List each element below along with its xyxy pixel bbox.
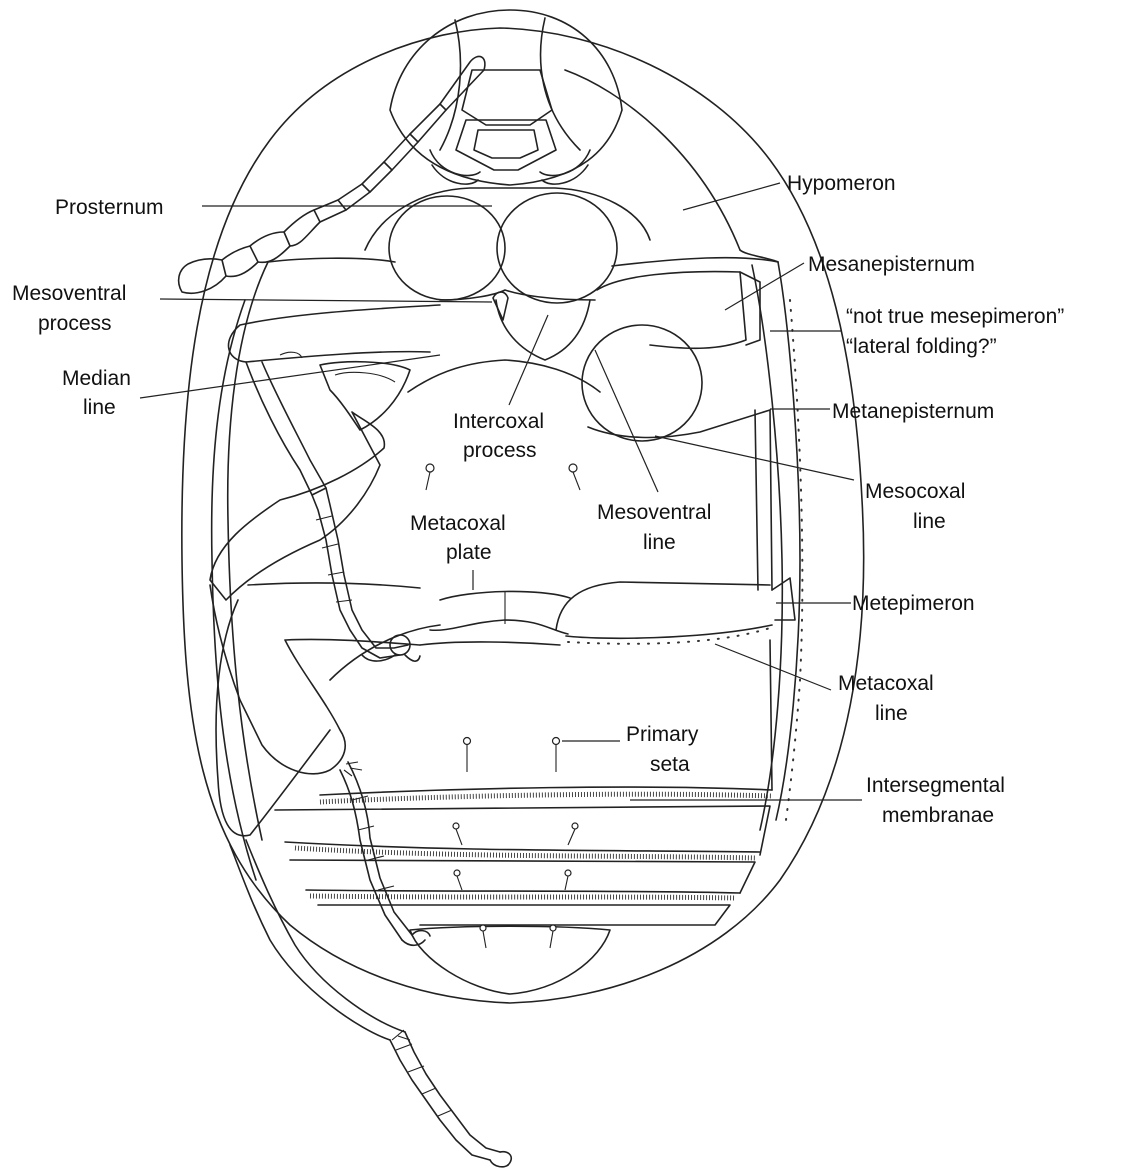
head [390,10,622,185]
label-mesocoxal-line-line1: Mesocoxal [865,480,965,503]
seta [454,870,462,890]
label-mesoventral-line-line2: line [643,531,676,554]
seta [568,823,578,845]
setae [426,464,580,948]
label-prosternum: Prosternum [55,196,164,219]
seta [565,870,571,890]
seta [553,738,560,773]
label-primary-seta-line2: seta [650,753,690,776]
label-hypomeron: Hypomeron [787,172,896,195]
seta [453,823,462,845]
label-intersegmental-membranae-line2: membranae [882,804,994,827]
label-intercoxal-process-line2: process [463,439,537,462]
body-outline [182,28,864,1003]
label-lateral-folding: “lateral folding?” [846,335,997,358]
label-mesanepisternum: Mesanepisternum [808,253,975,276]
label-metanepisternum: Metanepisternum [832,400,994,423]
seta [480,925,486,948]
label-not-true-mesepimeron: “not true mesepimeron” [846,305,1064,328]
label-metacoxal-line-line2: line [875,702,908,725]
seta [550,925,556,948]
seta [464,738,471,773]
label-primary-seta-line1: Primary [626,723,699,746]
label-metacoxal-plate-line1: Metacoxal [410,512,506,535]
label-mesoventral-line-line1: Mesoventral [597,501,711,524]
label-median-line-line1: Median [62,367,131,390]
label-metacoxal-line-line1: Metacoxal [838,672,934,695]
label-mesoventral-process-line1: Mesoventral [12,282,126,305]
labels: Prosternum Hypomeron Mesanepisternum Mes… [12,172,1064,827]
seta [426,464,434,490]
label-intersegmental-membranae-line1: Intersegmental [866,774,1005,797]
label-mesocoxal-line-line2: line [913,510,946,533]
seta [569,464,580,490]
label-intercoxal-process-line1: Intercoxal [453,410,544,433]
label-metepimeron: Metepimeron [852,592,975,615]
label-mesoventral-process-line2: process [38,312,112,335]
abdomen [275,639,772,994]
label-median-line-line2: line [83,396,116,419]
fore-leg [229,305,440,430]
label-metacoxal-plate-line2: plate [446,541,492,564]
